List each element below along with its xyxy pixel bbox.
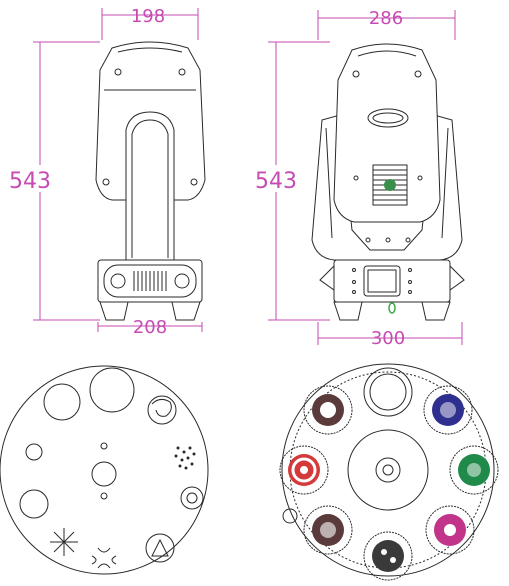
gobo-dark-spiral (303, 505, 353, 555)
gobo-spiral-icon (147, 395, 177, 425)
gobo-magenta (425, 505, 475, 555)
front-top-width-label: 286 (369, 8, 403, 29)
gobo-blue (423, 385, 473, 435)
static-gobo-wheel (0, 365, 209, 575)
gobo-dots-ring (303, 385, 353, 435)
gobo-red (279, 445, 329, 495)
gobo-dots-icon (174, 446, 196, 470)
side-base-width-label: 208 (133, 317, 167, 338)
gobo-triangle-icon (145, 533, 175, 563)
side-height-label: 543 (9, 169, 51, 194)
gobo-flower-icon (180, 486, 204, 510)
rotating-gobo-wheel (279, 363, 499, 581)
gobo-star-icon (50, 528, 78, 556)
side-view: 198 543 (9, 6, 206, 338)
side-top-width-label: 198 (131, 6, 165, 27)
front-height-label: 543 (255, 169, 297, 194)
gobo-arcs-icon (91, 547, 117, 569)
gobo-black (363, 531, 413, 581)
gobo-green (449, 445, 499, 495)
front-view: 286 543 (255, 8, 465, 349)
front-base-width-label: 300 (371, 328, 405, 349)
